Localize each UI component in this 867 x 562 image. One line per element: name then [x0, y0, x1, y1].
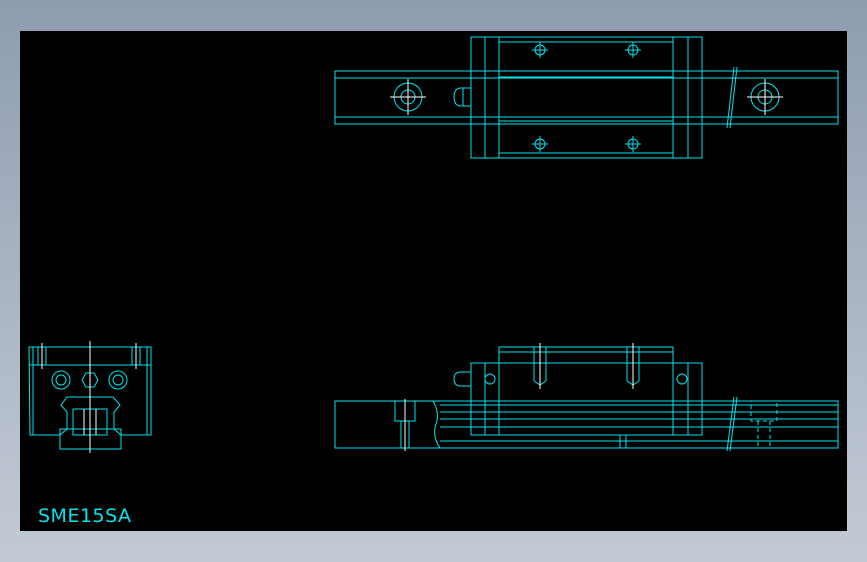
- block-end-outline: [28, 346, 152, 436]
- rail-top-outline: [334, 70, 839, 125]
- block-outline: [470, 36, 703, 159]
- end-view: [28, 341, 152, 453]
- mount-hole: [625, 42, 641, 58]
- break-line: [729, 66, 738, 129]
- hidden-bolt-head: [750, 400, 778, 422]
- end-screw: [131, 343, 141, 369]
- tapped-hole: [626, 343, 640, 389]
- grease-nipple-side: [453, 371, 471, 387]
- side-seal-screw: [676, 373, 688, 385]
- grease-nipple: [453, 87, 471, 107]
- rail-bolt-hole: [747, 79, 783, 115]
- end-screw: [37, 343, 47, 369]
- tapped-hole: [533, 343, 547, 389]
- rail-profile: [59, 396, 122, 450]
- break-line: [726, 66, 735, 129]
- mount-hole: [532, 42, 548, 58]
- mount-hole: [532, 136, 548, 152]
- mount-hole: [625, 136, 641, 152]
- model-label: SME15SA: [38, 505, 132, 527]
- end-seal-bolt: [108, 370, 128, 390]
- top-view: [334, 36, 839, 159]
- block-body-side: [498, 346, 674, 436]
- section-break: [432, 400, 441, 449]
- cad-drawing: [28, 36, 839, 453]
- break-line-side: [726, 396, 735, 452]
- end-seal-bolt: [51, 370, 71, 390]
- grease-hex: [81, 372, 99, 388]
- cad-viewport[interactable]: SME15SA: [20, 31, 847, 531]
- side-view: [334, 343, 839, 452]
- side-seal-screw: [484, 373, 496, 385]
- block-side-outline: [470, 362, 703, 436]
- rail-bolt-hole: [390, 79, 426, 115]
- break-line-side: [729, 396, 738, 452]
